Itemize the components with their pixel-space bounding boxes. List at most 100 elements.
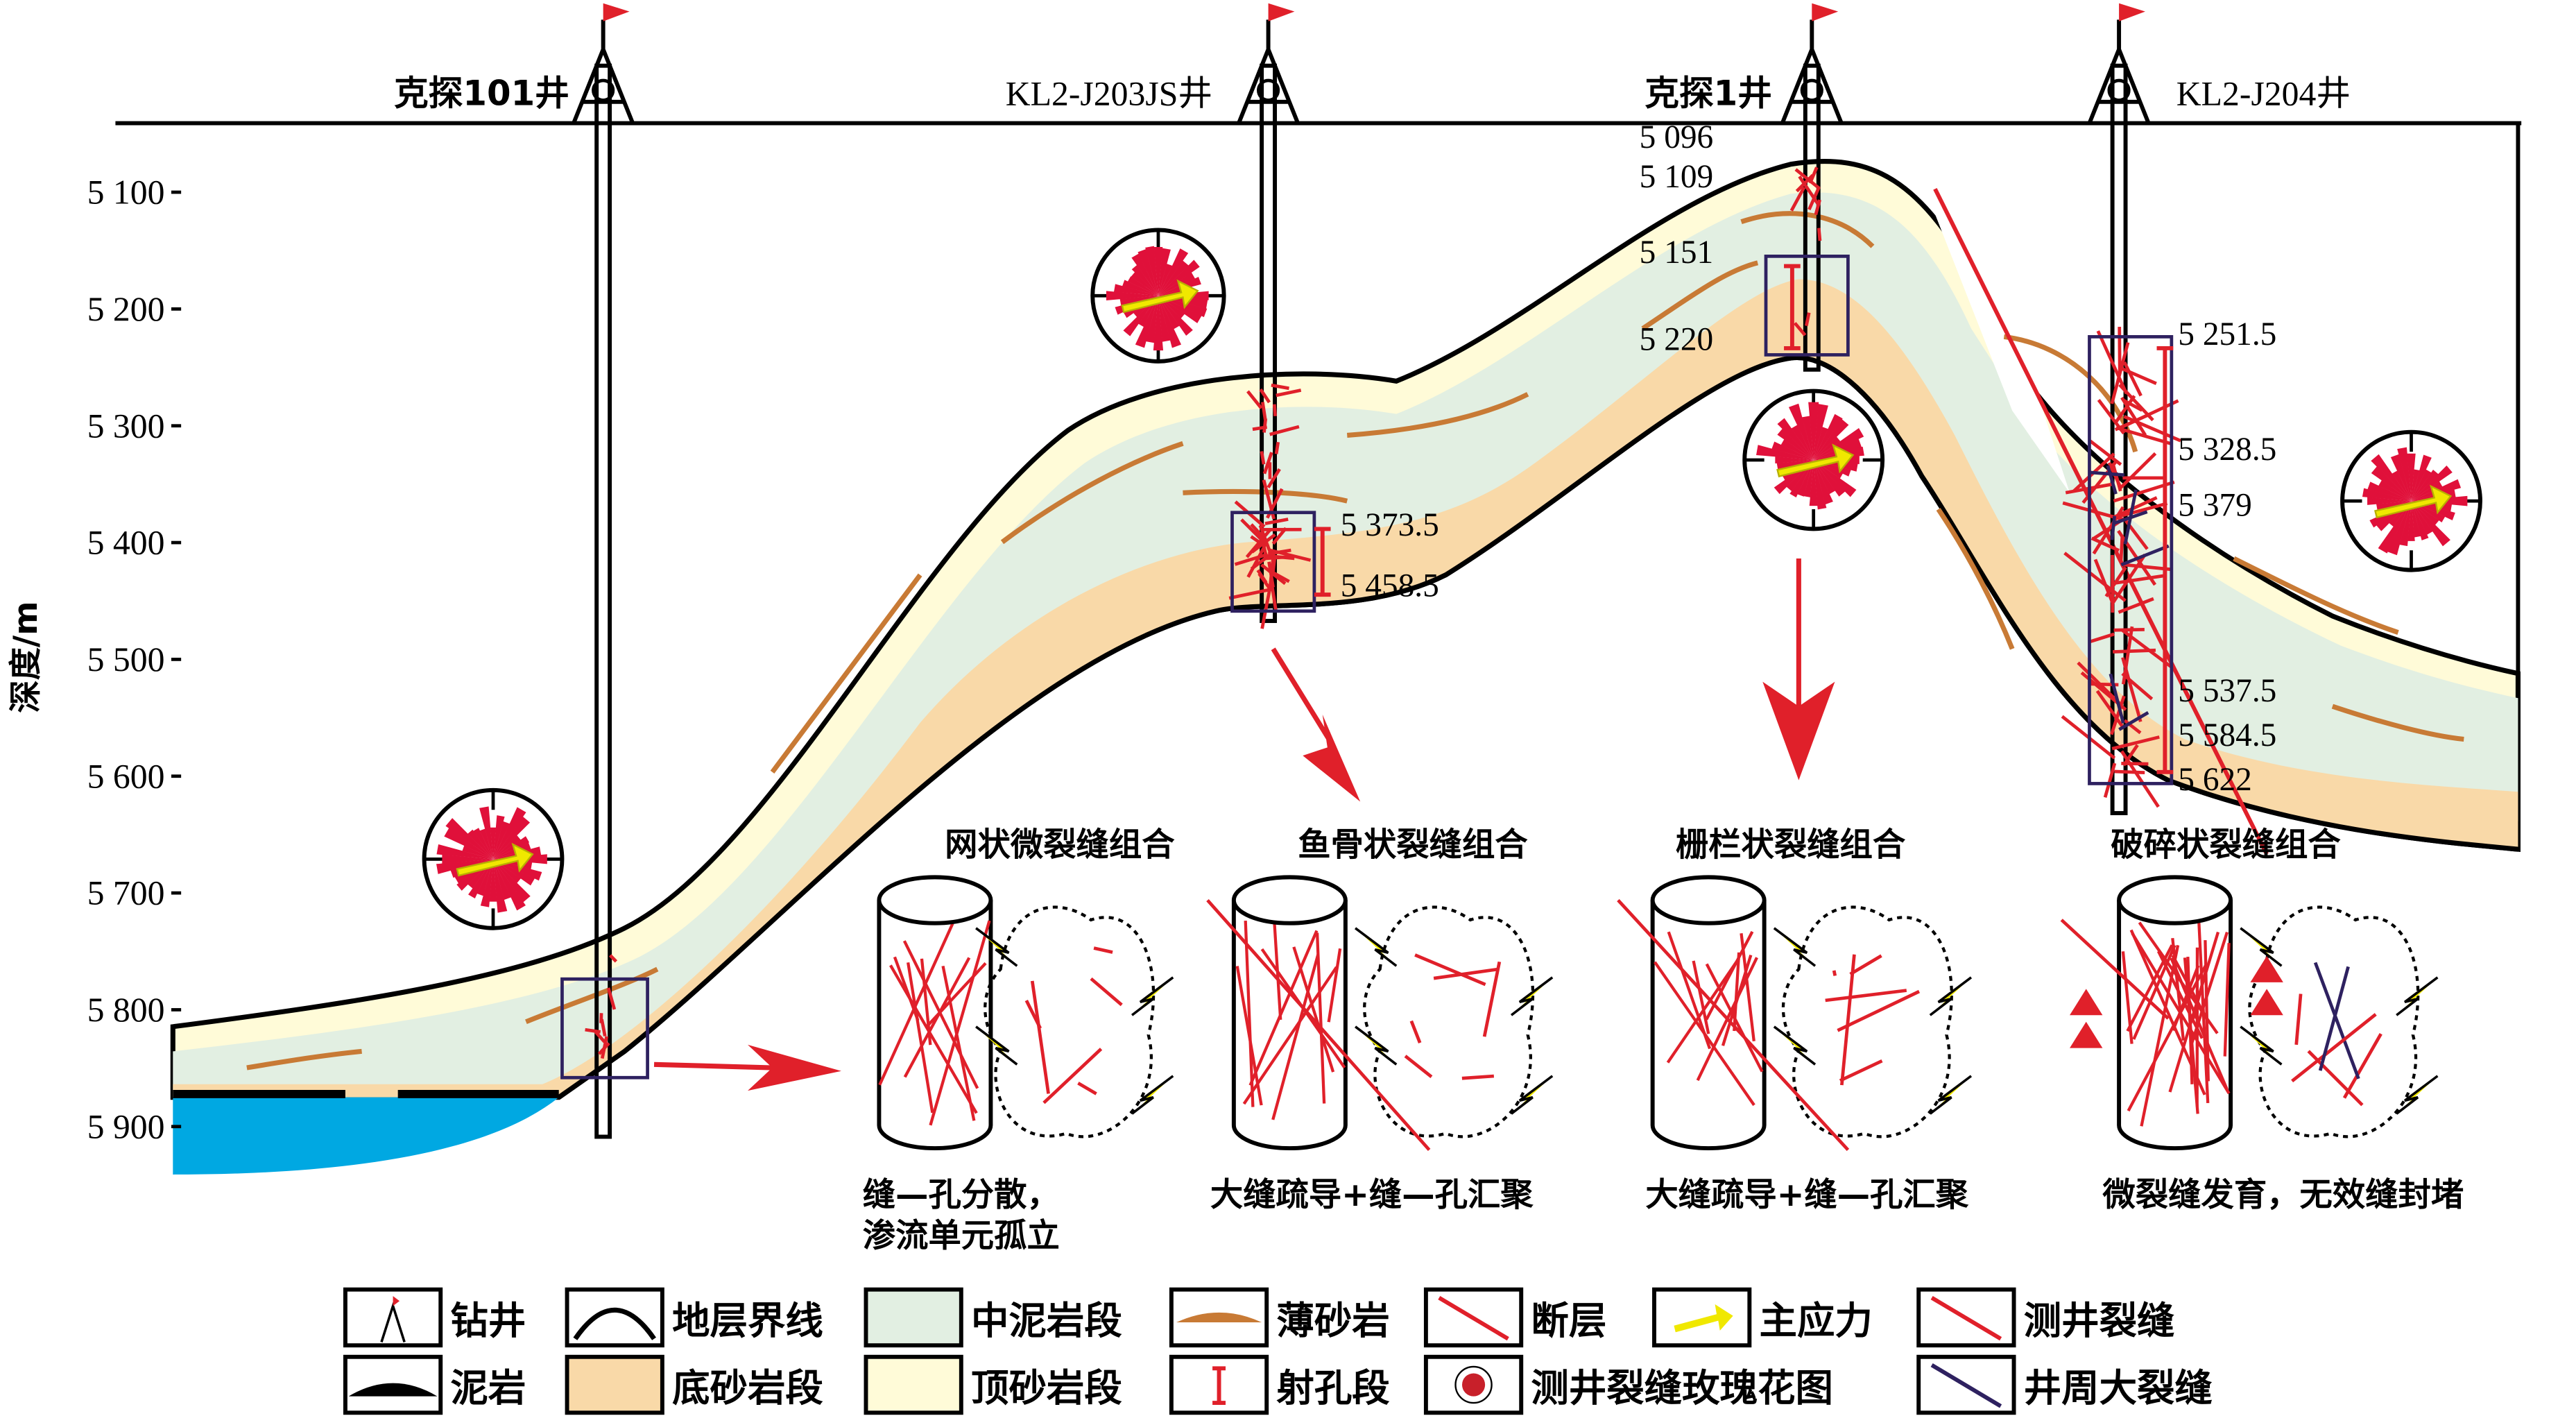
- depth-label: 5 220: [1640, 321, 1714, 357]
- axis-tick-label: 5 100: [87, 173, 165, 212]
- well-bore: [2110, 63, 2128, 815]
- legend-label: 地层界线: [672, 1299, 823, 1343]
- flow-arrow-icon: [1929, 976, 1973, 1016]
- well: KL2-J204井: [2087, 3, 2351, 815]
- fracture-line: [2103, 762, 2117, 798]
- fracture-line: [1264, 518, 1289, 525]
- fracture-line: [1269, 425, 1300, 436]
- compression-icon: [2250, 989, 2283, 1016]
- fracture-line: [1262, 554, 1295, 561]
- fracture-line: [1260, 451, 1266, 465]
- stress-arrow-icon: [456, 842, 534, 877]
- fracture-line: [1269, 548, 1312, 562]
- depth-label: 5 096: [1640, 119, 1714, 155]
- fracture-line: [2118, 366, 2157, 386]
- compression-icon: [2070, 989, 2103, 1016]
- interval-box: [1764, 255, 1850, 357]
- fracture-line: [2110, 515, 2116, 540]
- fracture-line: [1794, 168, 1821, 190]
- legend-item: 测井裂缝: [1916, 1287, 2175, 1348]
- depth-label: 5 458.5: [1341, 568, 1439, 604]
- fracture-line: [2120, 396, 2147, 436]
- flow-arrow-icon: [1131, 1075, 1174, 1115]
- wells: 克探101井 KL2-J203JS井 克探1井 KL2-J204井: [394, 3, 2351, 1139]
- derrick-icon: [572, 3, 635, 124]
- fracture-line: [585, 1027, 601, 1034]
- fracture-line: [1258, 524, 1272, 554]
- legend-label: 顶砂岩段: [971, 1366, 1122, 1410]
- well: 克探101井: [394, 3, 635, 1139]
- pattern-caption: 大缝疏导+缝—孔汇聚: [1210, 1176, 1534, 1214]
- fracture-line: [2123, 719, 2142, 735]
- fracture-line: [1271, 383, 1289, 391]
- derrick-icon: [343, 1287, 443, 1348]
- depth-label: 5 109: [1640, 159, 1714, 195]
- depth-label: 5 622: [2178, 762, 2252, 798]
- fracture-line: [2090, 470, 2124, 477]
- fracture-line: [608, 954, 618, 963]
- strata: [170, 159, 2521, 1175]
- fracture-line: [2106, 465, 2118, 495]
- legend: 钻井地层界线中泥岩段薄砂岩断层主应力测井裂缝泥岩底砂岩段顶砂岩段射孔段测井裂缝玫…: [343, 1287, 2213, 1415]
- axis-tick-label: 5 300: [87, 407, 165, 445]
- fracture-line: [1259, 388, 1271, 404]
- legend-item: 测井裂缝玫瑰花图: [1423, 1354, 1833, 1415]
- fracture-line: [1260, 584, 1273, 629]
- flow-arrow-icon: [1773, 927, 1817, 967]
- pattern-caption: 渗流单元孤立: [863, 1217, 1060, 1255]
- depth-label: 5 328.5: [2178, 432, 2276, 468]
- rose-diagrams: [422, 228, 2482, 930]
- core-cylinder-icon: [1231, 875, 1348, 1151]
- mudstone-icon: [343, 1354, 443, 1415]
- pore-network-icon: [1355, 905, 1554, 1138]
- fracture-line: [1271, 556, 1277, 575]
- well-name: KL2-J203JS井: [1006, 75, 1212, 113]
- fracture-line: [2090, 632, 2115, 643]
- legend-label: 射孔段: [1276, 1366, 1390, 1410]
- axis-tick-label: 5 500: [87, 640, 165, 679]
- red-arrow-icon: [1271, 647, 1361, 802]
- flow-arrow-icon: [2396, 1075, 2439, 1115]
- fracture-line: [2113, 628, 2145, 632]
- flow-arrow-icon: [1355, 927, 1398, 967]
- legend-item: 中泥岩段: [864, 1287, 1122, 1348]
- fault-gap: [1921, 180, 2070, 493]
- fracture-line: [1793, 322, 1807, 336]
- depth-label: 5 373.5: [1341, 507, 1439, 543]
- flow-arrow-icon: [975, 927, 1018, 967]
- legend-item: 底砂岩段: [565, 1354, 823, 1415]
- axis-tick-label: 5 600: [87, 757, 165, 795]
- legend-item: 主应力: [1652, 1287, 1873, 1348]
- interval-box: [560, 977, 649, 1080]
- fracture-line: [2120, 544, 2170, 567]
- legend-item: 薄砂岩: [1169, 1287, 1390, 1348]
- derrick-icon: [2087, 3, 2151, 124]
- fracture-line: [2122, 744, 2139, 767]
- fracture-line: [2118, 597, 2154, 614]
- bottom-sand-swatch: [565, 1354, 664, 1415]
- fracture-line: [2095, 690, 2124, 728]
- fault-line: [1933, 187, 2269, 855]
- axis-tick-label: 5 700: [87, 874, 165, 912]
- well-bore: [1803, 63, 1821, 372]
- mid-mudstone-swatch: [864, 1287, 963, 1348]
- pattern-title: 鱼骨状裂缝组合: [1298, 826, 1528, 864]
- legend-label: 泥岩: [450, 1366, 526, 1410]
- thin-sandstone-lenses: [246, 211, 2464, 1070]
- depth-label: 5 584.5: [2178, 717, 2276, 753]
- legend-label: 底砂岩段: [672, 1366, 823, 1410]
- derrick-icon: [1237, 3, 1300, 124]
- fracture-line: [1228, 587, 1273, 600]
- water-body: [173, 1090, 559, 1175]
- fracture-line: [2122, 398, 2143, 412]
- fracture-line: [2114, 496, 2158, 518]
- rose-diagram-icon: [1423, 1354, 1524, 1415]
- flag-icon: [1812, 3, 1839, 22]
- fracture-line: [2092, 506, 2125, 555]
- fracture-line: [1261, 402, 1267, 422]
- well: 克探1井: [1645, 3, 1844, 372]
- fracture-line: [597, 1041, 610, 1055]
- large-fracture-line: [2060, 919, 2170, 1020]
- flow-arrow-icon: [1355, 1025, 1398, 1066]
